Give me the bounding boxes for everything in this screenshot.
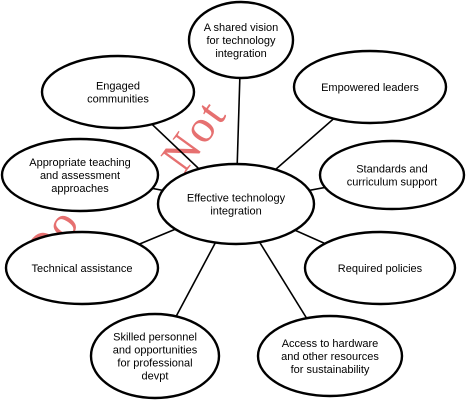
node-required-policies-ellipse — [303, 230, 457, 306]
node-shared-vision-ellipse — [187, 0, 295, 80]
node-standards-label-line-1: Standards and — [356, 164, 428, 176]
node-shared-vision-label-line-1: A shared vision — [204, 22, 279, 34]
node-empowered-leaders-label-line-1: Empowered leaders — [321, 82, 419, 94]
node-technical-assistance: Technical assistance — [4, 230, 160, 306]
node-teaching-approaches-label-line-1: Appropriate teaching — [29, 157, 131, 169]
node-engaged-communities-ellipse — [40, 54, 196, 130]
node-standards-ellipse — [318, 139, 466, 211]
node-teaching-approaches-ellipse — [0, 137, 160, 213]
node-teaching-approaches-label-line-2: and assessment — [40, 170, 120, 182]
node-technical-assistance-ellipse — [4, 230, 160, 306]
node-required-policies-label-line-1: Required policies — [338, 263, 423, 275]
node-skilled-personnel-ellipse — [89, 312, 221, 400]
node-engaged-communities-label-line-1: Engaged — [96, 81, 140, 93]
node-shared-vision-label-line-3: integration — [215, 48, 266, 60]
node-technical-assistance-label-line-1: Technical assistance — [32, 263, 133, 275]
center-node-ellipse — [156, 162, 316, 246]
node-access-hardware-label-line-2: and other resources — [281, 351, 379, 363]
node-empowered-leaders: Empowered leaders — [292, 49, 448, 125]
center-node-label-line-1: Effective technology — [187, 193, 286, 205]
node-required-policies: Required policies — [303, 230, 457, 306]
node-empowered-leaders-ellipse — [292, 49, 448, 125]
node-access-hardware-label-line-3: for sustainability — [291, 364, 370, 376]
node-skilled-personnel-label-line-2: and opportunities — [113, 345, 198, 357]
node-skilled-personnel-label-line-1: Skilled personnel — [113, 332, 197, 344]
node-teaching-approaches-label-line-3: approaches — [51, 183, 109, 195]
node-engaged-communities-label-line-2: communities — [87, 94, 149, 106]
node-shared-vision-label-line-2: for technology — [206, 35, 276, 47]
node-skilled-personnel-label-line-3: for professional — [117, 358, 192, 370]
center-node-label-line-2: integration — [210, 206, 261, 218]
node-skilled-personnel-label-line-4: devpt — [142, 371, 169, 383]
node-access-hardware-label-line-1: Access to hardware — [282, 338, 379, 350]
node-standards-label-line-2: curriculum support — [347, 177, 437, 189]
node-access-hardware-ellipse — [256, 314, 404, 398]
